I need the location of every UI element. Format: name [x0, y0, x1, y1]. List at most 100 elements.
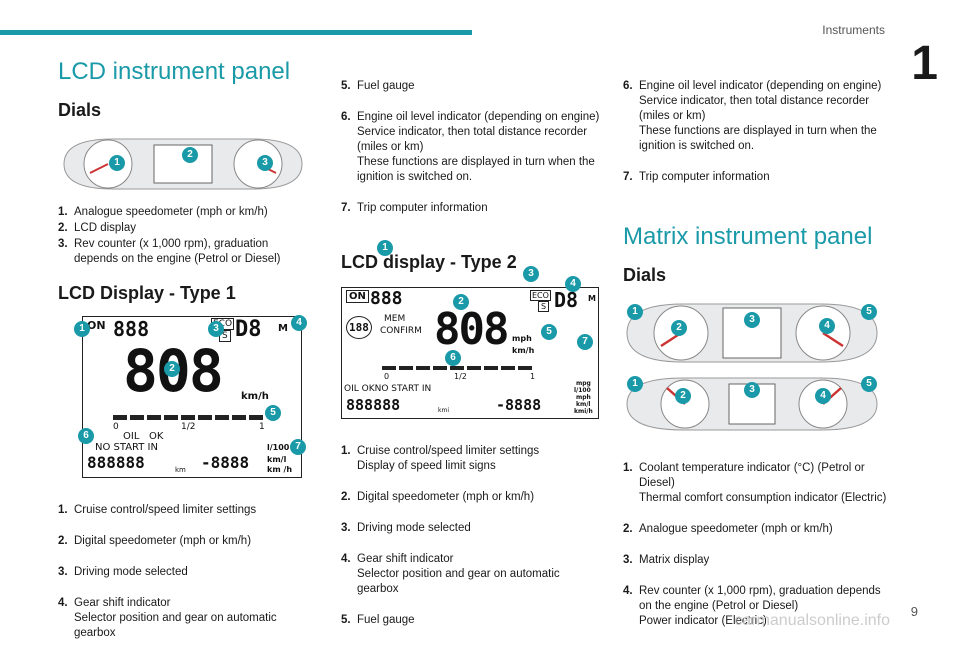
km-label: km — [175, 466, 186, 474]
gear-digits: D8 — [235, 317, 262, 342]
cruise-digits: 888 — [113, 317, 150, 341]
matrix-dials-svg-1 — [626, 303, 878, 363]
callout-badge-3: 3 — [744, 382, 760, 398]
on-label: ON — [87, 319, 106, 332]
caption-item: 5.Fuel gauge — [341, 614, 415, 626]
matrix-dials-heading: Dials — [623, 265, 667, 285]
lcd-type1-illustration: ON 888 ECO S D8 M 808 km/h 0 1/2 1 OIL O… — [82, 316, 302, 478]
type2-captions-continued: 6.Engine oil level indicator (depending … — [623, 64, 888, 201]
callout-badge-1: 1 — [627, 376, 643, 392]
ok-label: OK — [149, 431, 164, 442]
callout-badge-6: 6 — [78, 428, 94, 444]
caption-item: 4.Rev counter (x 1,000 rpm), graduation … — [623, 585, 881, 627]
mem-label: MEM — [384, 314, 406, 324]
caption-item: 6.Engine oil level indicator (depending … — [623, 80, 882, 152]
callout-badge-2: 2 — [182, 147, 198, 163]
callout-badge-7: 7 — [290, 439, 306, 455]
column-3: 6.Engine oil level indicator (depending … — [623, 64, 888, 645]
callout-badge-1: 1 — [109, 155, 125, 171]
kmh-label: km/h — [241, 391, 269, 402]
callout-badge-2: 2 — [675, 388, 691, 404]
watermark: carmanualsonline.info — [734, 612, 890, 629]
caption-item: 5.Fuel gauge — [341, 80, 415, 92]
eco-label: ECO — [530, 290, 551, 301]
chapter-number: 1 — [911, 37, 938, 90]
callout-badge-2: 2 — [164, 361, 180, 377]
callout-badge-5: 5 — [541, 324, 557, 340]
fuel-zero: 0 — [384, 372, 390, 381]
section-title: LCD instrument panel — [58, 58, 291, 85]
oil-ok-label: OIL OKNO START IN — [344, 384, 432, 394]
callout-badge-4: 4 — [565, 276, 581, 292]
callout-badge-6: 6 — [445, 350, 461, 366]
page-number: 9 — [910, 604, 918, 619]
caption-item: 3.Rev counter (x 1,000 rpm), graduation … — [58, 238, 281, 265]
kmh2-label: km /h — [267, 465, 293, 474]
matrix-dials-captions: 1.Coolant temperature indicator (°C) (Pe… — [623, 446, 888, 645]
callout-badge-3: 3 — [208, 321, 224, 337]
caption-item: 7.Trip computer information — [341, 202, 488, 214]
oil-label: OIL — [123, 431, 140, 442]
kmi-label: kmi — [438, 407, 449, 414]
mpg-label: mpg — [576, 380, 591, 387]
s-label: S — [538, 301, 550, 312]
callout-badge-3: 3 — [523, 266, 539, 282]
fuel-bar — [382, 366, 532, 370]
caption-item: 1.Cruise control/speed limiter settings … — [341, 445, 540, 472]
callout-badge-2: 2 — [671, 320, 687, 336]
fuel-zero: 0 — [113, 422, 119, 432]
trip-digits: -8888 — [496, 396, 542, 414]
fuel-one: 1 — [259, 422, 265, 432]
speed-digits: 808 — [434, 304, 509, 355]
type1-captions: 1.Cruise control/speed limiter settings … — [58, 488, 308, 657]
type2-heading: LCD display - Type 2 — [341, 252, 517, 272]
kmh-label: km/h — [512, 346, 535, 355]
caption-item: 7.Trip computer information — [623, 171, 770, 183]
callout-badge-4: 4 — [815, 388, 831, 404]
header-accent-bar — [0, 30, 472, 35]
gear-digits: D8 — [554, 288, 579, 312]
trip-digits: -8888 — [201, 453, 250, 472]
column-1: LCD instrument panel Dials 1 2 3 1.Analo… — [58, 58, 308, 657]
odometer-digits: 888888 — [87, 453, 145, 472]
dials-illustration: 1 2 3 — [58, 133, 308, 195]
type1-heading: LCD Display - Type 1 — [58, 283, 236, 303]
callout-badge-5: 5 — [861, 376, 877, 392]
section-name: Instruments — [822, 23, 885, 37]
caption-item: 1.Cruise control/speed limiter settings — [58, 504, 257, 516]
matrix-dials-illustration-2: 1 2 3 4 5 — [623, 374, 881, 434]
caption-item: 2.Digital speedometer (mph or km/h) — [341, 491, 535, 503]
callout-badge-4: 4 — [819, 318, 835, 334]
matrix-section-title: Matrix instrument panel — [623, 223, 873, 250]
on-label: ON — [346, 290, 369, 303]
caption-item: 3.Matrix display — [623, 554, 710, 566]
fuel-bar — [113, 415, 263, 420]
caption-item: 6.Engine oil level indicator (depending … — [341, 111, 600, 183]
caption-item: 2.Analogue speedometer (mph or km/h) — [623, 523, 833, 535]
callout-badge-1: 1 — [627, 304, 643, 320]
fuel-one: 1 — [530, 372, 536, 381]
m-label: M — [588, 294, 596, 303]
column-2: 5.Fuel gauge 6.Engine oil level indicato… — [341, 64, 603, 644]
callout-badge-1: 1 — [377, 240, 393, 256]
callout-badge-7: 7 — [577, 334, 593, 350]
callout-badge-5: 5 — [265, 405, 281, 421]
confirm-label: CONFIRM — [380, 326, 422, 336]
callout-badge-2: 2 — [453, 294, 469, 310]
caption-item: 2.LCD display — [58, 222, 136, 234]
caption-item: 3.Driving mode selected — [58, 566, 188, 578]
caption-item: 2.Digital speedometer (mph or km/h) — [58, 535, 252, 547]
kml-label: km/l — [576, 401, 591, 408]
dials-captions: 1.Analogue speedometer (mph or km/h) 2.L… — [58, 205, 308, 267]
callout-badge-3: 3 — [257, 155, 273, 171]
m-label: M — [278, 323, 288, 334]
l100-label: l/100 — [574, 387, 591, 394]
mph-label: mph — [512, 334, 532, 343]
callout-badge-4: 4 — [291, 315, 307, 331]
lcd-type2-illustration: ON 888 ECO S D8 M 188 MEM CONFIRM 808 mp… — [341, 287, 599, 419]
kmimh-label: kmi/h — [574, 408, 593, 415]
dials-svg — [63, 138, 303, 190]
cruise-digits: 888 — [370, 288, 403, 309]
type1-captions-continued: 5.Fuel gauge 6.Engine oil level indicato… — [341, 64, 603, 232]
callout-badge-5: 5 — [861, 304, 877, 320]
